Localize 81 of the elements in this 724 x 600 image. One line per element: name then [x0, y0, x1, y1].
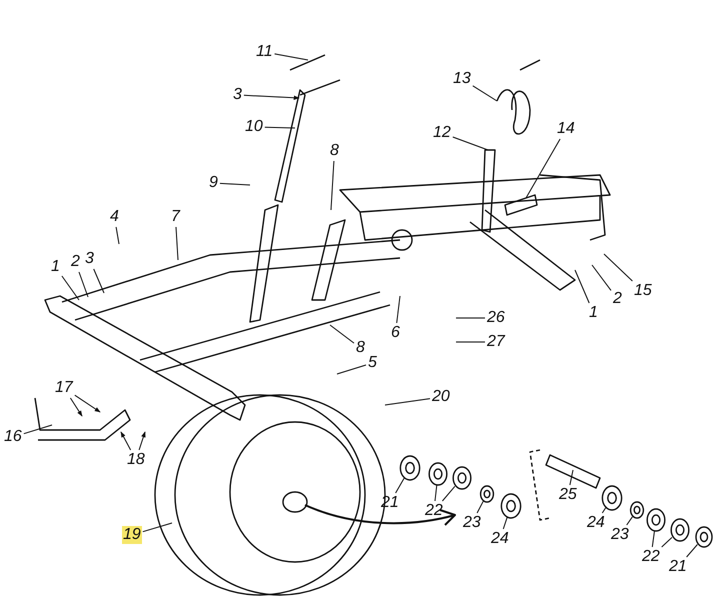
callout-number: 7: [170, 208, 181, 226]
leader-line: [274, 53, 308, 60]
callout-number: 27: [486, 333, 506, 351]
bearing-ring-drawing: [602, 485, 622, 511]
callout-number: 13: [452, 70, 472, 88]
leader-line: [61, 276, 80, 300]
callout-number: 22: [424, 502, 444, 520]
callout-number: 3: [232, 86, 243, 104]
leader-line: [434, 484, 438, 502]
leader-line: [243, 94, 300, 100]
leader-line: [330, 160, 334, 210]
callout-number: 3: [84, 250, 95, 268]
callout-number: 22: [641, 548, 661, 566]
callout-number: 18: [126, 451, 146, 469]
leader-line: [652, 530, 655, 548]
leader-line: [264, 126, 296, 128]
callout-number: 21: [668, 558, 688, 576]
callout-number: 14: [556, 120, 576, 138]
leader-line: [70, 398, 82, 417]
bearing-ring-drawing: [670, 518, 690, 542]
leader-line: [336, 364, 366, 374]
callout-number: 8: [355, 339, 366, 357]
leader-line: [116, 226, 120, 244]
callout-number: 6: [390, 324, 401, 342]
leader-line: [686, 544, 698, 558]
callout-number: 4: [109, 208, 120, 226]
callout-number: 1: [588, 304, 599, 322]
leader-line: [120, 431, 132, 450]
callout-number: 25: [558, 486, 578, 504]
callout-number: 1: [50, 258, 61, 276]
callout-number: 15: [633, 282, 653, 300]
leader-line: [661, 536, 672, 548]
callout-number: 12: [432, 124, 452, 142]
leader-line: [626, 516, 633, 526]
callout-number: 19: [122, 526, 142, 544]
leader-line: [23, 424, 52, 434]
callout-number: 5: [367, 354, 378, 372]
leader-line: [476, 500, 484, 514]
leader-line: [526, 138, 561, 198]
leader-line: [330, 324, 354, 344]
callout-number: 11: [255, 43, 274, 61]
callout-number: 16: [3, 428, 23, 446]
callout-number: 20: [431, 388, 451, 406]
callout-number: 24: [586, 514, 606, 532]
leader-line: [502, 516, 508, 530]
bearing-ring-drawing: [500, 493, 522, 519]
bearing-ring-drawing: [480, 485, 494, 503]
bearing-ring-drawing: [630, 501, 644, 519]
leader-line: [442, 486, 456, 502]
leader-line: [78, 272, 88, 298]
bearing-ring-drawing: [452, 466, 472, 490]
leader-line: [452, 136, 488, 150]
callout-number: 2: [612, 290, 623, 308]
leader-line: [384, 398, 430, 406]
leader-line: [592, 264, 612, 291]
callout-number: 10: [244, 118, 264, 136]
leader-line: [142, 522, 172, 532]
leader-line: [602, 507, 606, 514]
bearing-ring-drawing: [428, 462, 448, 486]
callout-number: 26: [486, 309, 506, 327]
bearing-ring-drawing: [400, 455, 420, 481]
leader-line: [395, 478, 405, 494]
leader-line: [604, 254, 633, 282]
callout-number: 2: [70, 253, 81, 271]
callout-number: 23: [610, 526, 630, 544]
callout-number: 9: [208, 174, 219, 192]
leader-line: [176, 226, 178, 260]
leader-line: [574, 270, 590, 304]
callout-number: 8: [329, 142, 340, 160]
bearing-ring-drawing: [646, 508, 666, 532]
bearing-ring-drawing: [695, 526, 713, 548]
leader-line: [396, 296, 400, 324]
leader-line: [74, 394, 101, 412]
callout-number: 24: [490, 530, 510, 548]
leader-line: [472, 85, 498, 102]
leader-line: [219, 182, 250, 186]
leader-line: [93, 268, 104, 294]
leader-line: [138, 431, 146, 450]
callout-number: 23: [462, 514, 482, 532]
callout-number: 17: [54, 379, 74, 397]
leader-line: [569, 470, 574, 486]
